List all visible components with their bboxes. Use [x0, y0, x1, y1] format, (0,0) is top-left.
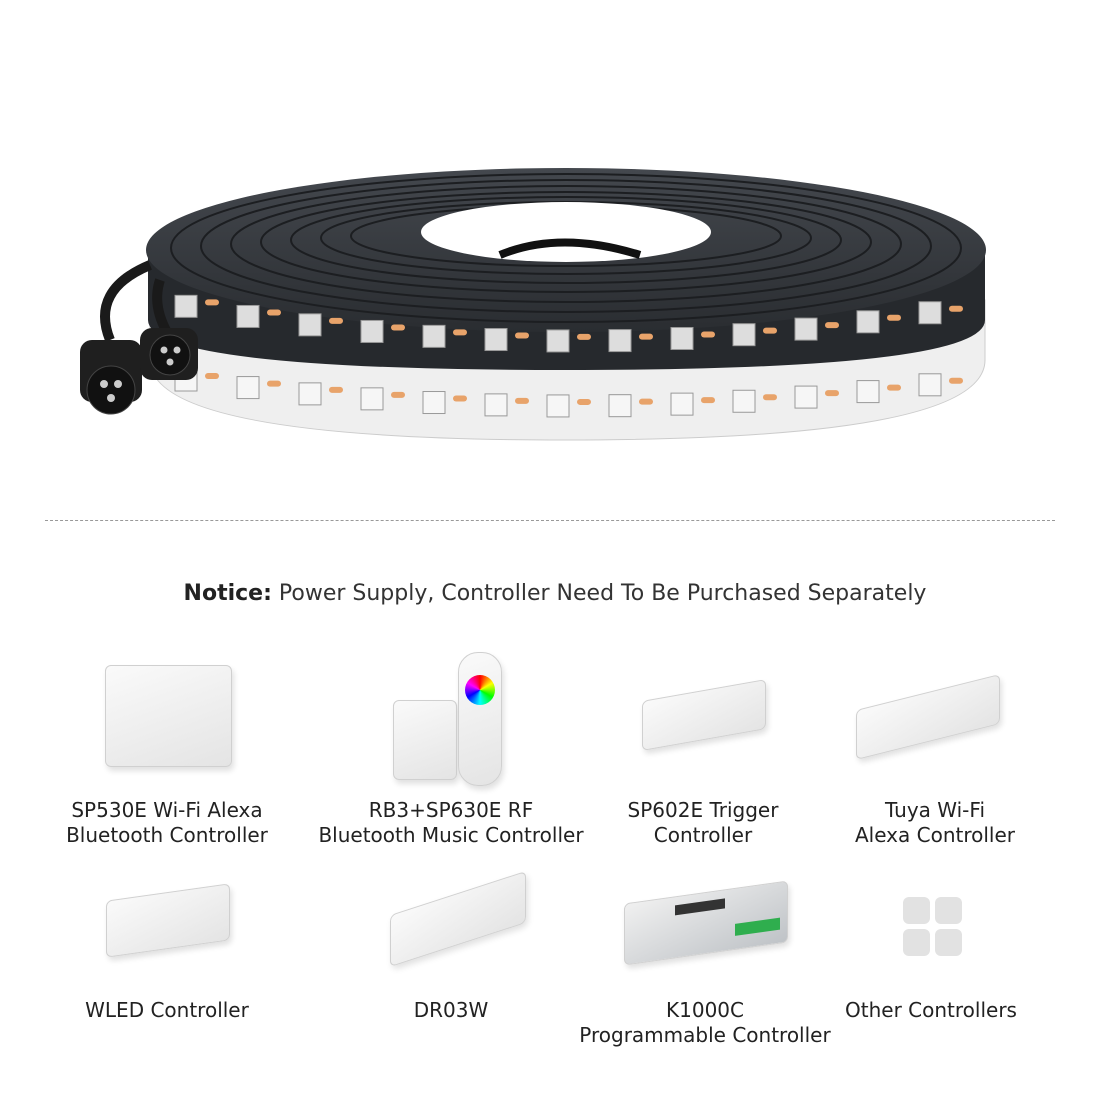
controller-desc: Bluetooth Controller — [66, 823, 268, 847]
solder-pad — [763, 394, 777, 401]
notice-text: Notice: Power Supply, Controller Need To… — [0, 581, 1100, 606]
sp602e-controller-image — [642, 679, 766, 751]
controller-desc: Programmable Controller — [579, 1023, 831, 1047]
solder-pad — [329, 386, 343, 393]
controller-desc: Alexa Controller — [854, 823, 1016, 847]
solder-pad — [205, 299, 219, 306]
controller-other: Other Controllers — [781, 998, 1081, 1023]
led-chip — [918, 373, 942, 397]
solder-pad — [453, 329, 467, 336]
solder-pad — [267, 380, 281, 387]
solder-pad — [267, 309, 281, 316]
solder-pad — [329, 317, 343, 324]
led-chip — [732, 323, 756, 347]
led-chip — [732, 389, 756, 413]
led-chip — [918, 301, 942, 325]
solder-pad — [205, 372, 219, 379]
k1000c-controller-image — [624, 880, 788, 966]
controller-wled: WLED Controller — [17, 998, 317, 1023]
solder-pad — [515, 332, 529, 339]
solder-pad — [391, 391, 405, 398]
solder-pad — [949, 377, 963, 384]
controller-name: SP602E Trigger — [627, 798, 779, 822]
solder-pad — [825, 322, 839, 329]
controller-name: DR03W — [413, 998, 489, 1022]
solder-pad — [701, 397, 715, 404]
solder-pad — [577, 333, 591, 340]
controller-name: WLED Controller — [85, 998, 249, 1022]
solder-pad — [515, 397, 529, 404]
solder-pad — [949, 305, 963, 312]
led-chip — [608, 394, 632, 418]
color-wheel-icon — [465, 675, 495, 705]
solder-pad — [887, 314, 901, 321]
controller-name: SP530E Wi-Fi Alexa — [71, 798, 263, 822]
controller-dr03w: DR03W — [301, 998, 601, 1023]
solder-pad — [639, 333, 653, 340]
controller-sp602e: SP602E Trigger Controller — [553, 798, 853, 848]
led-chip — [298, 382, 322, 406]
controller-desc: Controller — [653, 823, 753, 847]
dr03w-controller-image — [390, 870, 526, 968]
controller-name: Other Controllers — [845, 998, 1017, 1022]
led-chip — [236, 376, 260, 400]
led-chip — [856, 380, 880, 404]
led-chip — [174, 294, 198, 318]
led-strip-coil-image — [80, 168, 986, 441]
solder-pad — [763, 327, 777, 334]
sp630e-controller-image — [393, 700, 457, 780]
solder-pad — [887, 384, 901, 391]
led-chip — [856, 310, 880, 334]
led-chip — [608, 329, 632, 353]
controller-tuya: Tuya Wi-Fi Alexa Controller — [785, 798, 1085, 848]
led-chip — [360, 387, 384, 411]
led-chip — [670, 392, 694, 416]
controller-name: K1000C — [666, 998, 744, 1022]
rb3-remote-image — [458, 652, 502, 786]
controller-k1000c: K1000C Programmable Controller — [555, 998, 855, 1048]
led-chip — [422, 324, 446, 348]
notice-message: Power Supply, Controller Need To Be Purc… — [271, 581, 927, 606]
notice-prefix: Notice: — [183, 581, 272, 606]
other-controllers-icon — [903, 897, 963, 957]
controller-desc: Bluetooth Music Controller — [318, 823, 584, 847]
tuya-controller-image — [856, 674, 1000, 760]
led-chip — [360, 319, 384, 343]
led-chip — [484, 393, 508, 417]
led-chip — [794, 317, 818, 341]
solder-pad — [701, 331, 715, 338]
solder-pad — [453, 395, 467, 402]
solder-pad — [639, 398, 653, 405]
led-chip — [484, 328, 508, 352]
display-panel — [675, 898, 725, 916]
led-chip — [670, 327, 694, 350]
controller-name: RB3+SP630E RF — [368, 798, 534, 822]
led-chip — [546, 394, 570, 418]
led-chip — [546, 329, 570, 353]
led-chip — [794, 385, 818, 409]
solder-pad — [391, 324, 405, 331]
led-chip — [298, 313, 322, 337]
sp530e-controller-image — [105, 665, 232, 767]
solder-pad — [577, 398, 591, 405]
controller-name: Tuya Wi-Fi — [884, 798, 986, 822]
controller-rb3-sp630e: RB3+SP630E RF Bluetooth Music Controller — [301, 798, 601, 848]
led-chip — [422, 391, 446, 415]
controller-sp530e: SP530E Wi-Fi Alexa Bluetooth Controller — [17, 798, 317, 848]
dashed-divider — [45, 520, 1055, 521]
terminal-block — [735, 917, 780, 936]
led-chip — [236, 304, 260, 328]
solder-pad — [825, 390, 839, 397]
wled-controller-image — [106, 883, 230, 958]
